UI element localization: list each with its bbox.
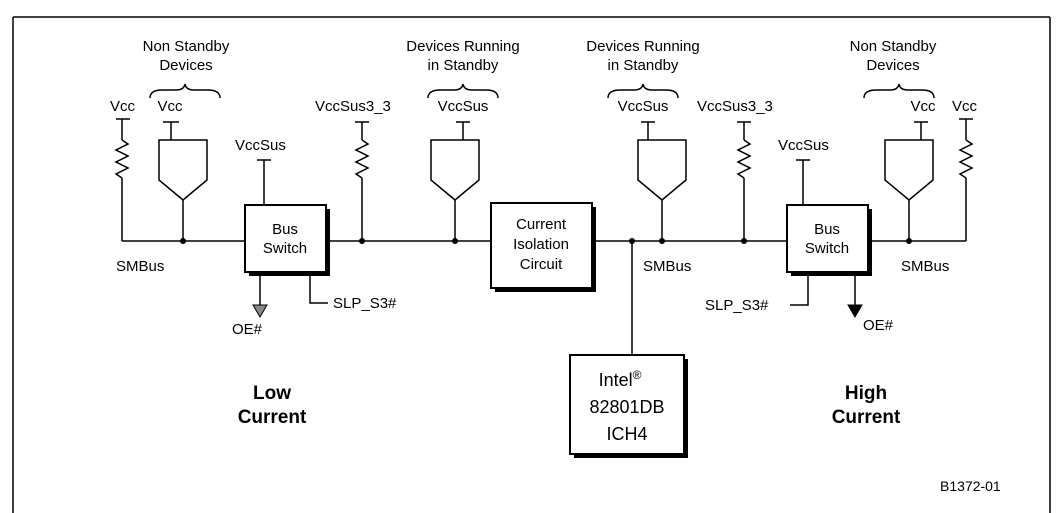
left-pullup2-resistor xyxy=(354,121,370,244)
left-bus-label: SMBus xyxy=(116,258,164,275)
ich4-chip xyxy=(569,354,685,455)
right-standby-device-shape xyxy=(637,121,687,244)
right-standby-title-1: Devices Running xyxy=(586,38,699,55)
left-device-label: Vcc xyxy=(157,98,183,115)
right-switch-supply: VccSus xyxy=(778,137,829,154)
right-group-title-2: Devices xyxy=(866,57,919,74)
left-group-title-1: Non Standby xyxy=(143,38,230,55)
right-standby-brace xyxy=(607,83,679,99)
isolation-line1: Current xyxy=(516,216,567,233)
isolation-line2: Isolation xyxy=(513,236,569,253)
ich-registered-mark: ® xyxy=(633,368,642,382)
ich-line1: Intel® xyxy=(599,368,642,390)
left-slp-label: SLP_S3# xyxy=(333,295,397,312)
left-standby-brace xyxy=(427,83,499,99)
left-switch-supply: VccSus xyxy=(235,137,286,154)
ich-line2: 82801DB xyxy=(589,397,664,417)
right-group-brace xyxy=(863,83,935,99)
right-device-label: Vcc xyxy=(910,98,936,115)
current-isolation-circuit xyxy=(490,202,593,289)
right-bus-switch xyxy=(786,204,869,273)
left-standby-title-2: in Standby xyxy=(428,57,499,74)
right-oe-label: OE# xyxy=(863,317,894,334)
left-group-title-2: Devices xyxy=(159,57,212,74)
left-pullup2-label: VccSus3_3 xyxy=(315,98,391,115)
left-pullup-label: Vcc xyxy=(110,98,136,115)
right-standby-title-2: in Standby xyxy=(608,57,679,74)
left-group-brace xyxy=(149,83,221,99)
left-oe-label: OE# xyxy=(232,321,263,338)
center-bus-label: SMBus xyxy=(643,258,691,275)
low-current-1: Low xyxy=(253,383,291,404)
left-device-shape xyxy=(158,121,208,244)
right-switch-line1: Bus xyxy=(814,221,840,238)
high-current-2: Current xyxy=(832,407,901,428)
figure-id: B1372-01 xyxy=(940,478,1001,494)
left-standby-device-shape xyxy=(430,121,480,244)
right-oe-arrow xyxy=(847,304,863,318)
ich-line3: ICH4 xyxy=(606,424,647,444)
left-pullup-resistor xyxy=(114,118,130,241)
right-slp-label: SLP_S3# xyxy=(705,297,769,314)
right-pullup2-label: VccSus3_3 xyxy=(697,98,773,115)
isolation-line3: Circuit xyxy=(520,256,563,273)
left-switch-line2: Switch xyxy=(263,240,307,257)
right-standby-device-label: VccSus xyxy=(618,98,669,115)
right-group-title-1: Non Standby xyxy=(850,38,937,55)
ich-intel: Intel xyxy=(599,370,633,390)
left-standby-title-1: Devices Running xyxy=(406,38,519,55)
right-pullup-label: Vcc xyxy=(952,98,978,115)
right-switch-line2: Switch xyxy=(805,240,849,257)
right-device-shape xyxy=(884,121,934,244)
right-bus-label: SMBus xyxy=(901,258,949,275)
high-current-1: High xyxy=(845,383,887,404)
left-oe-arrow xyxy=(252,304,268,318)
low-current-2: Current xyxy=(238,407,307,428)
left-switch-line1: Bus xyxy=(272,221,298,238)
right-pullup-resistor xyxy=(958,118,974,241)
left-standby-device-label: VccSus xyxy=(438,98,489,115)
right-pullup2-resistor xyxy=(736,121,752,244)
left-bus-switch xyxy=(244,204,327,273)
